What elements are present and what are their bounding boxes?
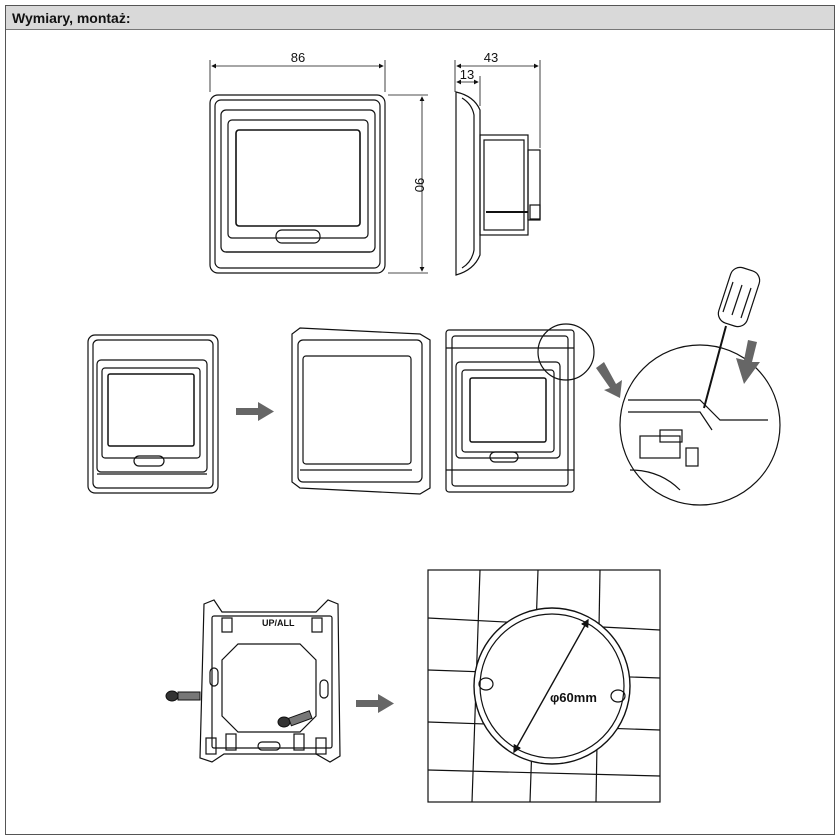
- wall-box-diameter-label: φ60mm: [550, 690, 597, 705]
- height-dimension-label: 90: [412, 178, 427, 192]
- screw-right: [277, 710, 313, 728]
- height-dimension: [388, 94, 428, 274]
- arrow-step-4: [736, 340, 760, 384]
- wall-box-detail: [427, 569, 661, 803]
- front-cover: [291, 327, 431, 495]
- screw-left: [165, 690, 201, 702]
- depth-total-label: 43: [484, 50, 498, 65]
- screwdriver-detail: [619, 266, 781, 506]
- inner-module: [445, 323, 595, 493]
- width-dimension-label: 86: [291, 50, 305, 65]
- width-dimension: [209, 60, 386, 92]
- thermostat-assembled: [87, 334, 219, 494]
- section-title: Wymiary, montaż:: [12, 10, 131, 26]
- mounting-plate: [199, 599, 341, 763]
- front-view-drawing: [209, 94, 386, 274]
- mounting-plate-label: UP/ALL: [262, 618, 295, 628]
- depth-front-label: 13: [460, 67, 474, 82]
- depth-dimensions: [454, 60, 541, 148]
- section-header: Wymiary, montaż:: [6, 6, 834, 30]
- arrow-mounting: [356, 694, 394, 713]
- arrow-step-3-left: [596, 362, 622, 398]
- arrow-step-1: [236, 402, 274, 421]
- side-view-drawing: [455, 91, 541, 276]
